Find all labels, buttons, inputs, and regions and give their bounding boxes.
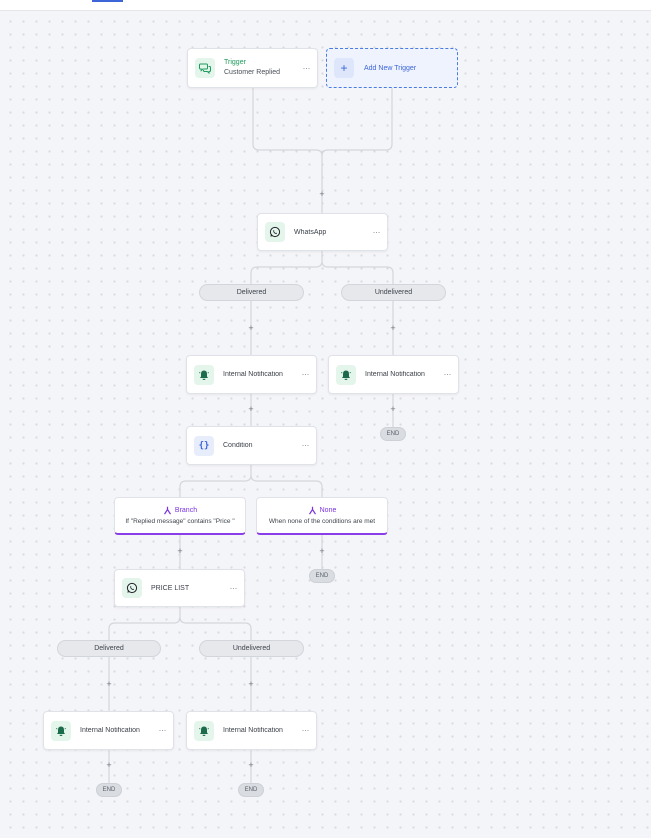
edge-trigger bbox=[252, 88, 323, 213]
more-options-icon[interactable]: ··· bbox=[302, 62, 311, 73]
add-step-button[interactable]: + bbox=[106, 678, 112, 689]
add-new-trigger-button[interactable]: + Add New Trigger bbox=[326, 48, 458, 88]
undelivered-outcome[interactable]: Undelivered bbox=[341, 284, 446, 301]
more-options-icon[interactable]: ··· bbox=[301, 725, 310, 735]
end-marker: END bbox=[96, 783, 122, 797]
branch-title: Branch bbox=[174, 507, 198, 514]
more-options-icon[interactable]: ··· bbox=[158, 725, 167, 735]
trigger-title: Trigger bbox=[224, 59, 246, 66]
add-step-button[interactable]: + bbox=[248, 678, 254, 689]
trigger-subtitle: Customer Replied bbox=[224, 69, 281, 76]
delivered-outcome[interactable]: Delivered bbox=[57, 640, 161, 657]
none-branch-description: When none of the conditions are met bbox=[268, 518, 376, 525]
more-options-icon[interactable]: ··· bbox=[301, 369, 310, 379]
internal-notification-label: Internal Notification bbox=[223, 371, 283, 378]
edge-pricelist-outcomes bbox=[108, 607, 252, 640]
condition-node[interactable]: {} Condition ··· bbox=[186, 426, 317, 465]
more-options-icon[interactable]: ··· bbox=[443, 369, 452, 379]
add-step-button[interactable]: + bbox=[319, 545, 325, 556]
internal-notification-label: Internal Notification bbox=[365, 371, 425, 378]
internal-notification-label: Internal Notification bbox=[223, 727, 283, 734]
edge-condition-branches bbox=[179, 465, 323, 497]
add-step-button[interactable]: + bbox=[248, 322, 254, 333]
bell-icon bbox=[51, 720, 71, 741]
undelivered-outcome[interactable]: Undelivered bbox=[199, 640, 304, 657]
bell-icon bbox=[336, 364, 356, 385]
whatsapp-node-label: WhatsApp bbox=[294, 228, 327, 236]
branch-description: If "Replied message" contains "Price " bbox=[125, 518, 235, 525]
end-marker: END bbox=[238, 783, 264, 797]
branch-header: None bbox=[308, 506, 337, 515]
add-step-button[interactable]: + bbox=[248, 759, 254, 770]
more-options-icon[interactable]: ··· bbox=[301, 440, 310, 450]
top-toolbar bbox=[0, 0, 651, 11]
branch-icon bbox=[308, 506, 316, 515]
trigger-node[interactable]: Trigger Customer Replied ··· bbox=[187, 48, 318, 88]
more-options-icon[interactable]: ··· bbox=[229, 582, 238, 593]
end-marker: END bbox=[309, 569, 335, 583]
edge-add-trigger bbox=[321, 88, 393, 157]
branch-icon bbox=[163, 506, 171, 515]
edge-whatsapp-outcomes bbox=[250, 251, 394, 284]
chat-bubbles-icon bbox=[195, 58, 215, 78]
whatsapp-node[interactable]: WhatsApp ··· bbox=[257, 213, 388, 251]
add-step-button[interactable]: + bbox=[390, 403, 396, 414]
price-list-node[interactable]: PRICE LIST ··· bbox=[114, 569, 245, 607]
delivered-outcome[interactable]: Delivered bbox=[199, 284, 304, 301]
more-options-icon[interactable]: ··· bbox=[372, 226, 381, 237]
branch-header: Branch bbox=[163, 506, 197, 515]
active-tab-indicator bbox=[92, 0, 123, 2]
add-new-trigger-label: Add New Trigger bbox=[364, 64, 417, 72]
end-marker: END bbox=[380, 427, 406, 441]
bell-icon bbox=[194, 364, 214, 385]
add-step-button[interactable]: + bbox=[390, 322, 396, 333]
condition-node-label: Condition bbox=[223, 442, 253, 449]
whatsapp-icon bbox=[265, 222, 285, 242]
trigger-text: Trigger Customer Replied bbox=[224, 58, 303, 78]
internal-notification-node[interactable]: Internal Notification ··· bbox=[328, 355, 459, 394]
internal-notification-node[interactable]: Internal Notification ··· bbox=[43, 711, 174, 750]
curly-braces-icon: {} bbox=[194, 435, 214, 456]
internal-notification-node[interactable]: Internal Notification ··· bbox=[186, 711, 317, 750]
branch-card[interactable]: Branch If "Replied message" contains "Pr… bbox=[114, 497, 246, 535]
price-list-node-label: PRICE LIST bbox=[151, 584, 190, 592]
whatsapp-icon bbox=[122, 578, 142, 598]
internal-notification-label: Internal Notification bbox=[80, 727, 140, 734]
bell-icon bbox=[194, 720, 214, 741]
plus-icon: + bbox=[334, 58, 354, 78]
add-step-button[interactable]: + bbox=[177, 545, 183, 556]
internal-notification-node[interactable]: Internal Notification ··· bbox=[186, 355, 317, 394]
connector-lines bbox=[108, 88, 394, 783]
none-branch-card[interactable]: None When none of the conditions are met bbox=[256, 497, 388, 535]
add-step-button[interactable]: + bbox=[319, 188, 325, 199]
workflow-canvas[interactable]: Trigger Customer Replied ··· + Add New T… bbox=[0, 11, 651, 838]
add-step-button[interactable]: + bbox=[248, 403, 254, 414]
add-step-button[interactable]: + bbox=[106, 759, 112, 770]
none-branch-title: None bbox=[319, 507, 337, 514]
